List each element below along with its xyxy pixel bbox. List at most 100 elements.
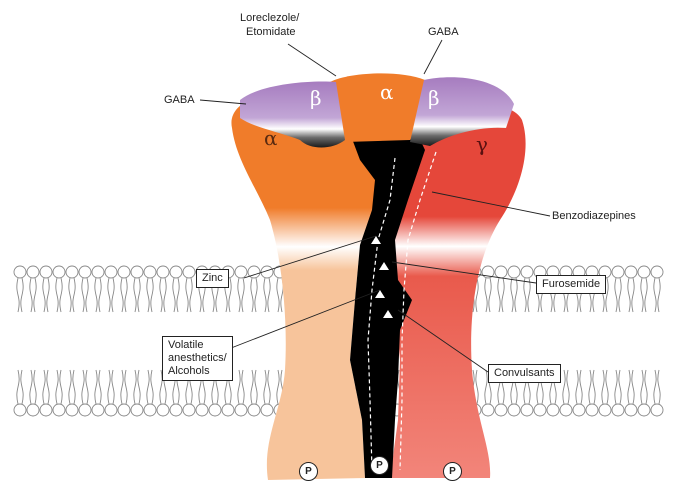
- lipid-tail: [43, 278, 49, 312]
- lipid-head: [638, 266, 650, 278]
- lipid-head: [79, 404, 91, 416]
- lipid-head: [92, 266, 104, 278]
- lipid-head: [131, 404, 143, 416]
- lipid-tail: [69, 370, 75, 404]
- lipid-head: [14, 266, 26, 278]
- lipid-head: [521, 404, 533, 416]
- lipid-head: [482, 404, 494, 416]
- lipid-head: [105, 266, 117, 278]
- lipid-tail: [186, 278, 192, 312]
- lipid-head: [157, 266, 169, 278]
- lipid-head: [534, 404, 546, 416]
- lipid-tail: [121, 278, 127, 312]
- lipid-tail: [654, 370, 660, 404]
- lipid-head: [508, 266, 520, 278]
- lipid-head: [144, 266, 156, 278]
- volatile-line-1: Volatile: [168, 339, 227, 352]
- lipid-head: [40, 266, 52, 278]
- lipid-head: [495, 404, 507, 416]
- volatile-line-2: anesthetics/: [168, 352, 227, 365]
- lipid-head: [79, 266, 91, 278]
- lipid-head: [209, 404, 221, 416]
- gaba-left-label: GABA: [164, 94, 195, 107]
- lipid-tail: [511, 278, 517, 312]
- beta-right-label: β: [428, 88, 440, 108]
- lipid-head: [144, 404, 156, 416]
- lipid-tail: [173, 278, 179, 312]
- lipid-head: [495, 266, 507, 278]
- gaba-right-label: GABA: [428, 26, 459, 39]
- lipid-head: [573, 404, 585, 416]
- lipid-head: [196, 404, 208, 416]
- lipid-tail: [251, 278, 257, 312]
- lipid-tail: [17, 370, 23, 404]
- lipid-tail: [498, 278, 504, 312]
- lipid-tail: [628, 370, 634, 404]
- lipid-head: [118, 404, 130, 416]
- volatile-line-3: Alcohols: [168, 365, 227, 378]
- lipid-head: [599, 404, 611, 416]
- lipid-head: [183, 266, 195, 278]
- lipid-tail: [628, 278, 634, 312]
- lipid-head: [66, 266, 78, 278]
- lipid-tail: [160, 278, 166, 312]
- lipid-head: [547, 404, 559, 416]
- lipid-head: [651, 266, 663, 278]
- lipid-tail: [615, 370, 621, 404]
- lipid-head: [170, 266, 182, 278]
- zinc-label: Zinc: [196, 269, 229, 288]
- lipid-tail: [576, 370, 582, 404]
- lipid-head: [53, 266, 65, 278]
- lipid-head: [261, 404, 273, 416]
- lipid-head: [586, 404, 598, 416]
- lipid-tail: [264, 370, 270, 404]
- alpha-center-label: α: [380, 82, 394, 102]
- lipid-tail: [56, 370, 62, 404]
- lipid-head: [651, 404, 663, 416]
- lipid-head: [248, 404, 260, 416]
- lipid-head: [157, 404, 169, 416]
- lipid-head: [105, 404, 117, 416]
- lipid-tail: [615, 278, 621, 312]
- lipid-tail: [69, 278, 75, 312]
- phospho-mark-center: P: [370, 456, 389, 475]
- lipid-tail: [82, 370, 88, 404]
- benzodiazepines-label: Benzodiazepines: [552, 210, 636, 223]
- lipid-tail: [641, 278, 647, 312]
- furosemide-label: Furosemide: [536, 275, 606, 294]
- lipid-tail: [147, 278, 153, 312]
- lipid-head: [638, 404, 650, 416]
- lipid-tail: [121, 370, 127, 404]
- lipid-tail: [238, 278, 244, 312]
- gamma-label: γ: [476, 134, 488, 154]
- lipid-tail: [82, 278, 88, 312]
- lipid-head: [27, 266, 39, 278]
- lipid-tail: [95, 370, 101, 404]
- volatile-anesthetics-label: Volatile anesthetics/ Alcohols: [162, 336, 233, 381]
- convulsants-label: Convulsants: [488, 364, 561, 383]
- lipid-tail: [134, 370, 140, 404]
- lipid-tail: [108, 370, 114, 404]
- lipid-head: [612, 404, 624, 416]
- lipid-head: [53, 404, 65, 416]
- lipid-head: [118, 266, 130, 278]
- beta-left-label: β: [310, 88, 322, 108]
- lipid-tail: [43, 370, 49, 404]
- lipid-tail: [95, 278, 101, 312]
- lipid-tail: [264, 278, 270, 312]
- phospho-mark-left: P: [299, 462, 318, 481]
- lipid-head: [222, 404, 234, 416]
- lipid-tail: [524, 278, 530, 312]
- lipid-head: [625, 404, 637, 416]
- lipid-tail: [641, 370, 647, 404]
- lipid-tail: [654, 278, 660, 312]
- lipid-tail: [277, 278, 283, 312]
- phospho-mark-right: P: [443, 462, 462, 481]
- loreclezole-label: Loreclezole/: [240, 12, 299, 25]
- etomidate-label: Etomidate: [246, 26, 296, 39]
- lipid-tail: [30, 278, 36, 312]
- lipid-head: [27, 404, 39, 416]
- lipid-head: [131, 266, 143, 278]
- lipid-tail: [56, 278, 62, 312]
